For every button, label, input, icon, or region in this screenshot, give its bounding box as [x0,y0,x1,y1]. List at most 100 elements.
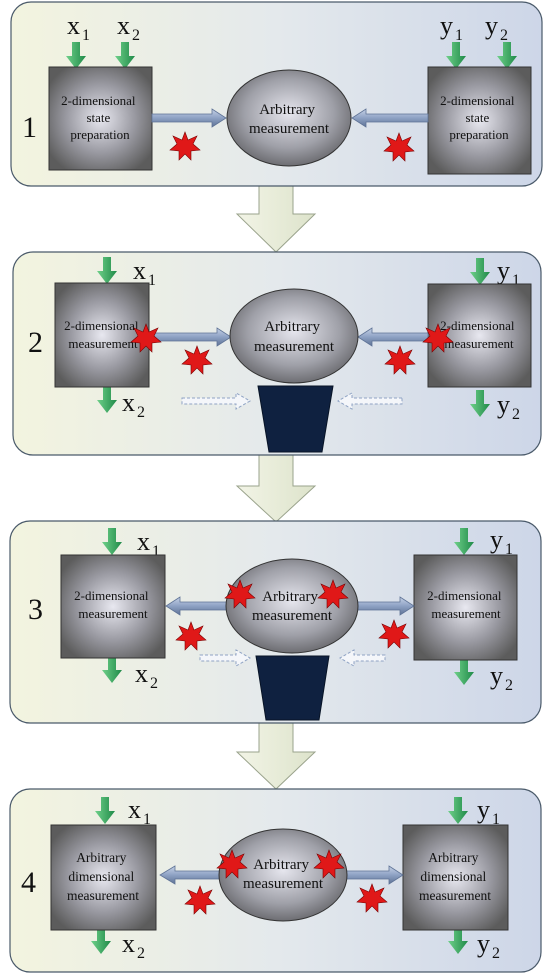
flow-arrow-3-4 [235,722,317,790]
connector-arrow-right [351,108,429,128]
label-y-sub: 2 [492,945,500,962]
label-x-sub: 2 [137,945,145,962]
star-icon [384,345,416,375]
label-x-sub: 1 [82,27,90,44]
panel-3: 3 x 1 x 2 y 1 y 2 2-dimensional measurem… [9,520,542,724]
label-x-base: x [117,11,130,40]
ellipse-label: Arbitrary measurement [243,857,324,892]
star-icon [378,619,410,649]
dashed-arrow-right [336,392,403,410]
label-y-base: y [485,11,498,40]
label-x-base: x [133,256,146,285]
label-x-sub: 2 [137,404,145,421]
arbitrary-measurement-ellipse [225,558,359,654]
label-x-sub: 2 [132,27,140,44]
detector [257,385,334,453]
label-y-base: y [477,929,490,958]
box-right-label: 2-dimensional measurement [440,318,518,351]
label-x-sub: 1 [148,272,156,289]
panel-number: 1 [22,111,37,144]
box-left-label: 2-dimensional state preparation [61,93,139,142]
arbitrary-measurement-ellipse [218,828,348,922]
box-left-label: 2-dimensional measurement [74,588,152,621]
panel-2: 2 x 1 x 2 y 1 y 2 2-dimensional measurem… [12,251,542,456]
star-icon [130,323,162,353]
input-arrow-y2: y 2 [485,11,517,69]
label-x-sub: 1 [143,811,151,828]
ellipse-label: Arbitrary measurement [252,589,333,624]
star-icon [356,883,388,913]
flow-arrow-2-3 [235,454,317,523]
label-x-base: x [128,795,141,824]
input-arrow-x1 [102,528,122,555]
output-arrow-x2 [102,656,122,683]
label-x-base: x [122,388,135,417]
star-icon [169,131,201,161]
output-arrow-y2 [454,658,474,685]
label-x-sub: 2 [150,675,158,692]
star-icon [216,849,248,879]
panel-1: 1 x 1 x 2 y 1 y 2 2-dimensional state p [10,1,543,187]
star-icon [383,132,415,162]
label-y-sub: 1 [455,27,463,44]
input-arrow-x1: x 1 [66,11,90,69]
dashed-arrow-right [338,649,386,667]
star-icon [181,345,213,375]
star-icon [224,579,256,609]
label-x-base: x [135,659,148,688]
connector-arrow-left [151,108,227,128]
star-icon [313,849,345,879]
arbitrary-measurement-box-left [50,824,157,931]
output-arrow-x2 [91,927,111,954]
label-y-base: y [477,795,490,824]
measurement-box-left [54,282,150,388]
label-y-base: y [497,256,510,285]
label-x-base: x [137,527,150,556]
input-arrow-y1 [470,258,490,285]
label-y-base: y [490,661,503,690]
star-icon [422,323,454,353]
star-icon [317,579,349,609]
connector-arrow-right [354,596,415,616]
state-preparation-box-right [427,66,532,175]
flow-arrow-1-2 [235,185,317,253]
label-y-sub: 2 [500,27,508,44]
label-y-base: y [490,525,503,554]
arbitrary-measurement-box-right [402,824,509,931]
panel-number: 3 [28,593,43,626]
output-arrow-y2 [448,927,468,954]
measurement-box-right [413,554,518,661]
box-right-label: 2-dimensional state preparation [440,93,518,142]
measurement-box-left [60,554,166,659]
connector-arrow-left [165,596,231,616]
box-left-label: 2-dimensional measurement [64,318,142,351]
connector-arrow-left [159,865,223,885]
input-arrow-y1: y 1 [440,11,466,69]
connector-arrow-left [148,327,232,347]
label-x-base: x [67,11,80,40]
output-arrow-y2 [470,390,490,417]
box-right-label: 2-dimensional measurement [427,588,505,621]
input-arrow-y1 [454,528,474,555]
panel-number: 2 [28,326,43,359]
label-y-sub: 1 [512,272,520,289]
dashed-arrow-left [199,649,252,667]
input-arrow-x1 [95,797,115,824]
label-y-base: y [497,390,510,419]
detector [255,655,330,721]
label-x-base: x [122,929,135,958]
label-y-sub: 2 [512,406,520,423]
panel-4: 4 x 1 x 2 y 1 y 2 Arbitrary dimensional … [9,788,542,973]
connector-arrow-right [345,865,404,885]
panel-number: 4 [21,866,36,899]
box-right-label: Arbitrary dimensional measurement [419,850,491,903]
label-y-sub: 1 [492,811,500,828]
label-y-sub: 2 [505,677,513,694]
ellipse-label: Arbitrary measurement [254,319,335,355]
arbitrary-measurement-ellipse [226,69,352,167]
arbitrary-measurement-ellipse [229,288,359,384]
connector-arrow-right [357,327,429,347]
label-y-base: y [440,11,453,40]
star-icon [175,621,207,651]
output-arrow-x2 [97,386,117,413]
